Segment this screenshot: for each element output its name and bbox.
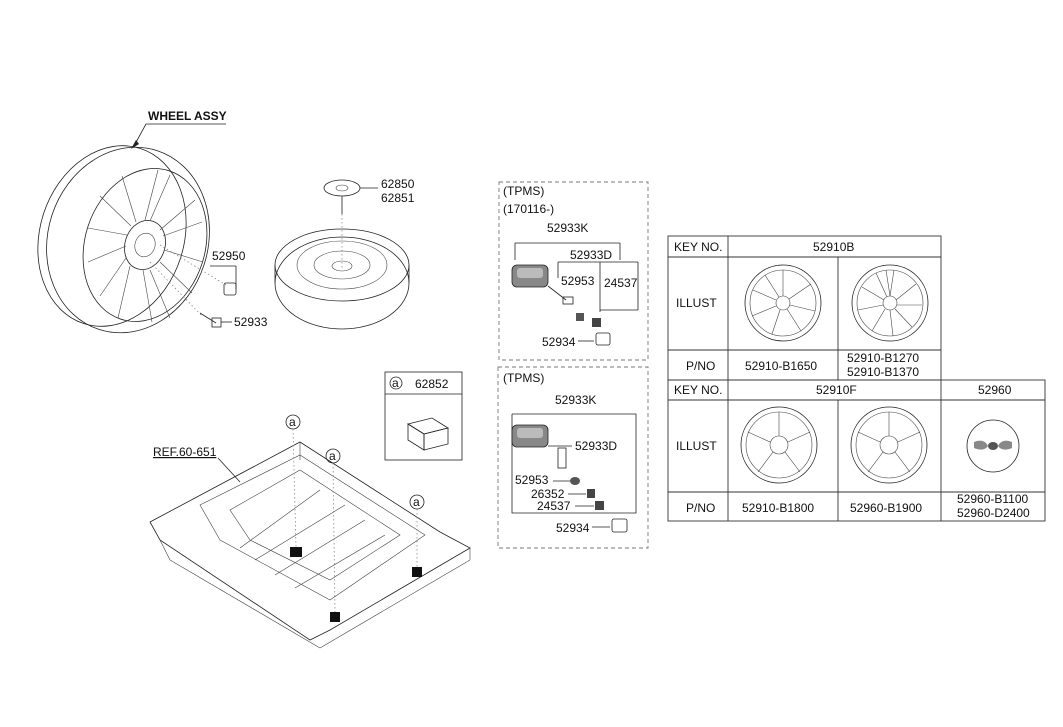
callout-52933D-2[interactable]: 52933D	[575, 439, 617, 453]
wheel-illust-b1900	[850, 406, 928, 484]
inset-62852: a 62852	[384, 371, 463, 461]
pno-52960-B1100[interactable]: 52960-B1100	[957, 492, 1029, 506]
callout-52934-2[interactable]: 52934	[556, 521, 590, 535]
callout-52934-1[interactable]: 52934	[542, 335, 576, 349]
table1-pno-label: P/NO	[686, 359, 715, 373]
callout-62851[interactable]: 62851	[381, 191, 415, 205]
table2-key-no-label: KEY NO.	[674, 383, 722, 397]
callout-52933K-1[interactable]: 52933K	[547, 221, 588, 235]
callout-62852[interactable]: 62852	[415, 377, 449, 391]
pno-52910-B1370[interactable]: 52910-B1370	[847, 365, 919, 379]
callout-24537-2[interactable]: 24537	[537, 499, 571, 513]
callout-52953-1[interactable]: 52953	[561, 274, 595, 288]
table2-key-no-52960[interactable]: 52960	[978, 383, 1012, 397]
tpms1-title: (TPMS)	[503, 184, 544, 198]
center-cap-emblem-illust	[966, 419, 1020, 473]
wheel-illust-b1270	[851, 264, 929, 342]
pno-52910-B1270[interactable]: 52910-B1270	[847, 351, 919, 365]
pno-52960-B1900[interactable]: 52960-B1900	[850, 501, 922, 515]
tpms-box-1: (TPMS) (170116-) 52933K 52933D 52953 245…	[498, 181, 649, 361]
pno-52910-B1650[interactable]: 52910-B1650	[745, 359, 817, 373]
wheel-table-52910F-52960: KEY NO. 52910F 52960 ILLUST P/NO 52910-B…	[667, 379, 1046, 522]
callout-52953-2[interactable]: 52953	[515, 473, 549, 487]
table1-key-no[interactable]: 52910B	[813, 240, 854, 254]
table2-pno-label: P/NO	[686, 501, 715, 515]
floor-marker-a-2: a	[329, 449, 336, 463]
ref-60-651-label[interactable]: REF.60-651	[153, 445, 217, 459]
tpms2-title: (TPMS)	[503, 371, 544, 385]
pno-52960-D2400[interactable]: 52960-D2400	[957, 506, 1030, 520]
callout-52950[interactable]: 52950	[212, 249, 246, 263]
table1-key-no-label: KEY NO.	[674, 240, 722, 254]
callout-52933K-2[interactable]: 52933K	[555, 393, 596, 407]
wheel-illust-b1800	[740, 406, 818, 484]
pno-52910-B1800[interactable]: 52910-B1800	[742, 501, 814, 515]
wheel-table-52910B: KEY NO. 52910B ILLUST P/NO 52910-B1650 5…	[667, 235, 942, 381]
floor-marker-a-1: a	[289, 415, 296, 429]
callout-52933[interactable]: 52933	[234, 315, 268, 329]
floor-panel-illustration: REF.60-651 a a a	[149, 414, 471, 649]
callout-26352[interactable]: 26352	[531, 487, 565, 501]
callout-62850[interactable]: 62850	[381, 177, 415, 191]
floor-marker-a-3: a	[413, 495, 420, 509]
spare-tire-illustration: 62850 62851	[274, 177, 415, 330]
inset-marker-a: a	[392, 376, 399, 390]
callout-24537-1[interactable]: 24537	[604, 276, 638, 290]
callout-52933D-1[interactable]: 52933D	[570, 248, 612, 262]
table1-illust-label: ILLUST	[676, 296, 717, 310]
wheel-assy-title[interactable]: WHEEL ASSY	[148, 109, 227, 123]
tpms-box-2: (TPMS) 52933K 52933D 52953 26352 24537 5…	[497, 366, 649, 549]
wheel-assembly-illustration: WHEEL ASSY 52950 52933	[37, 109, 268, 334]
wheel-illust-b1650	[744, 264, 822, 342]
tpms1-date: (170116-)	[503, 202, 554, 216]
table2-key-no-52910F[interactable]: 52910F	[816, 383, 857, 397]
table2-illust-label: ILLUST	[676, 439, 717, 453]
